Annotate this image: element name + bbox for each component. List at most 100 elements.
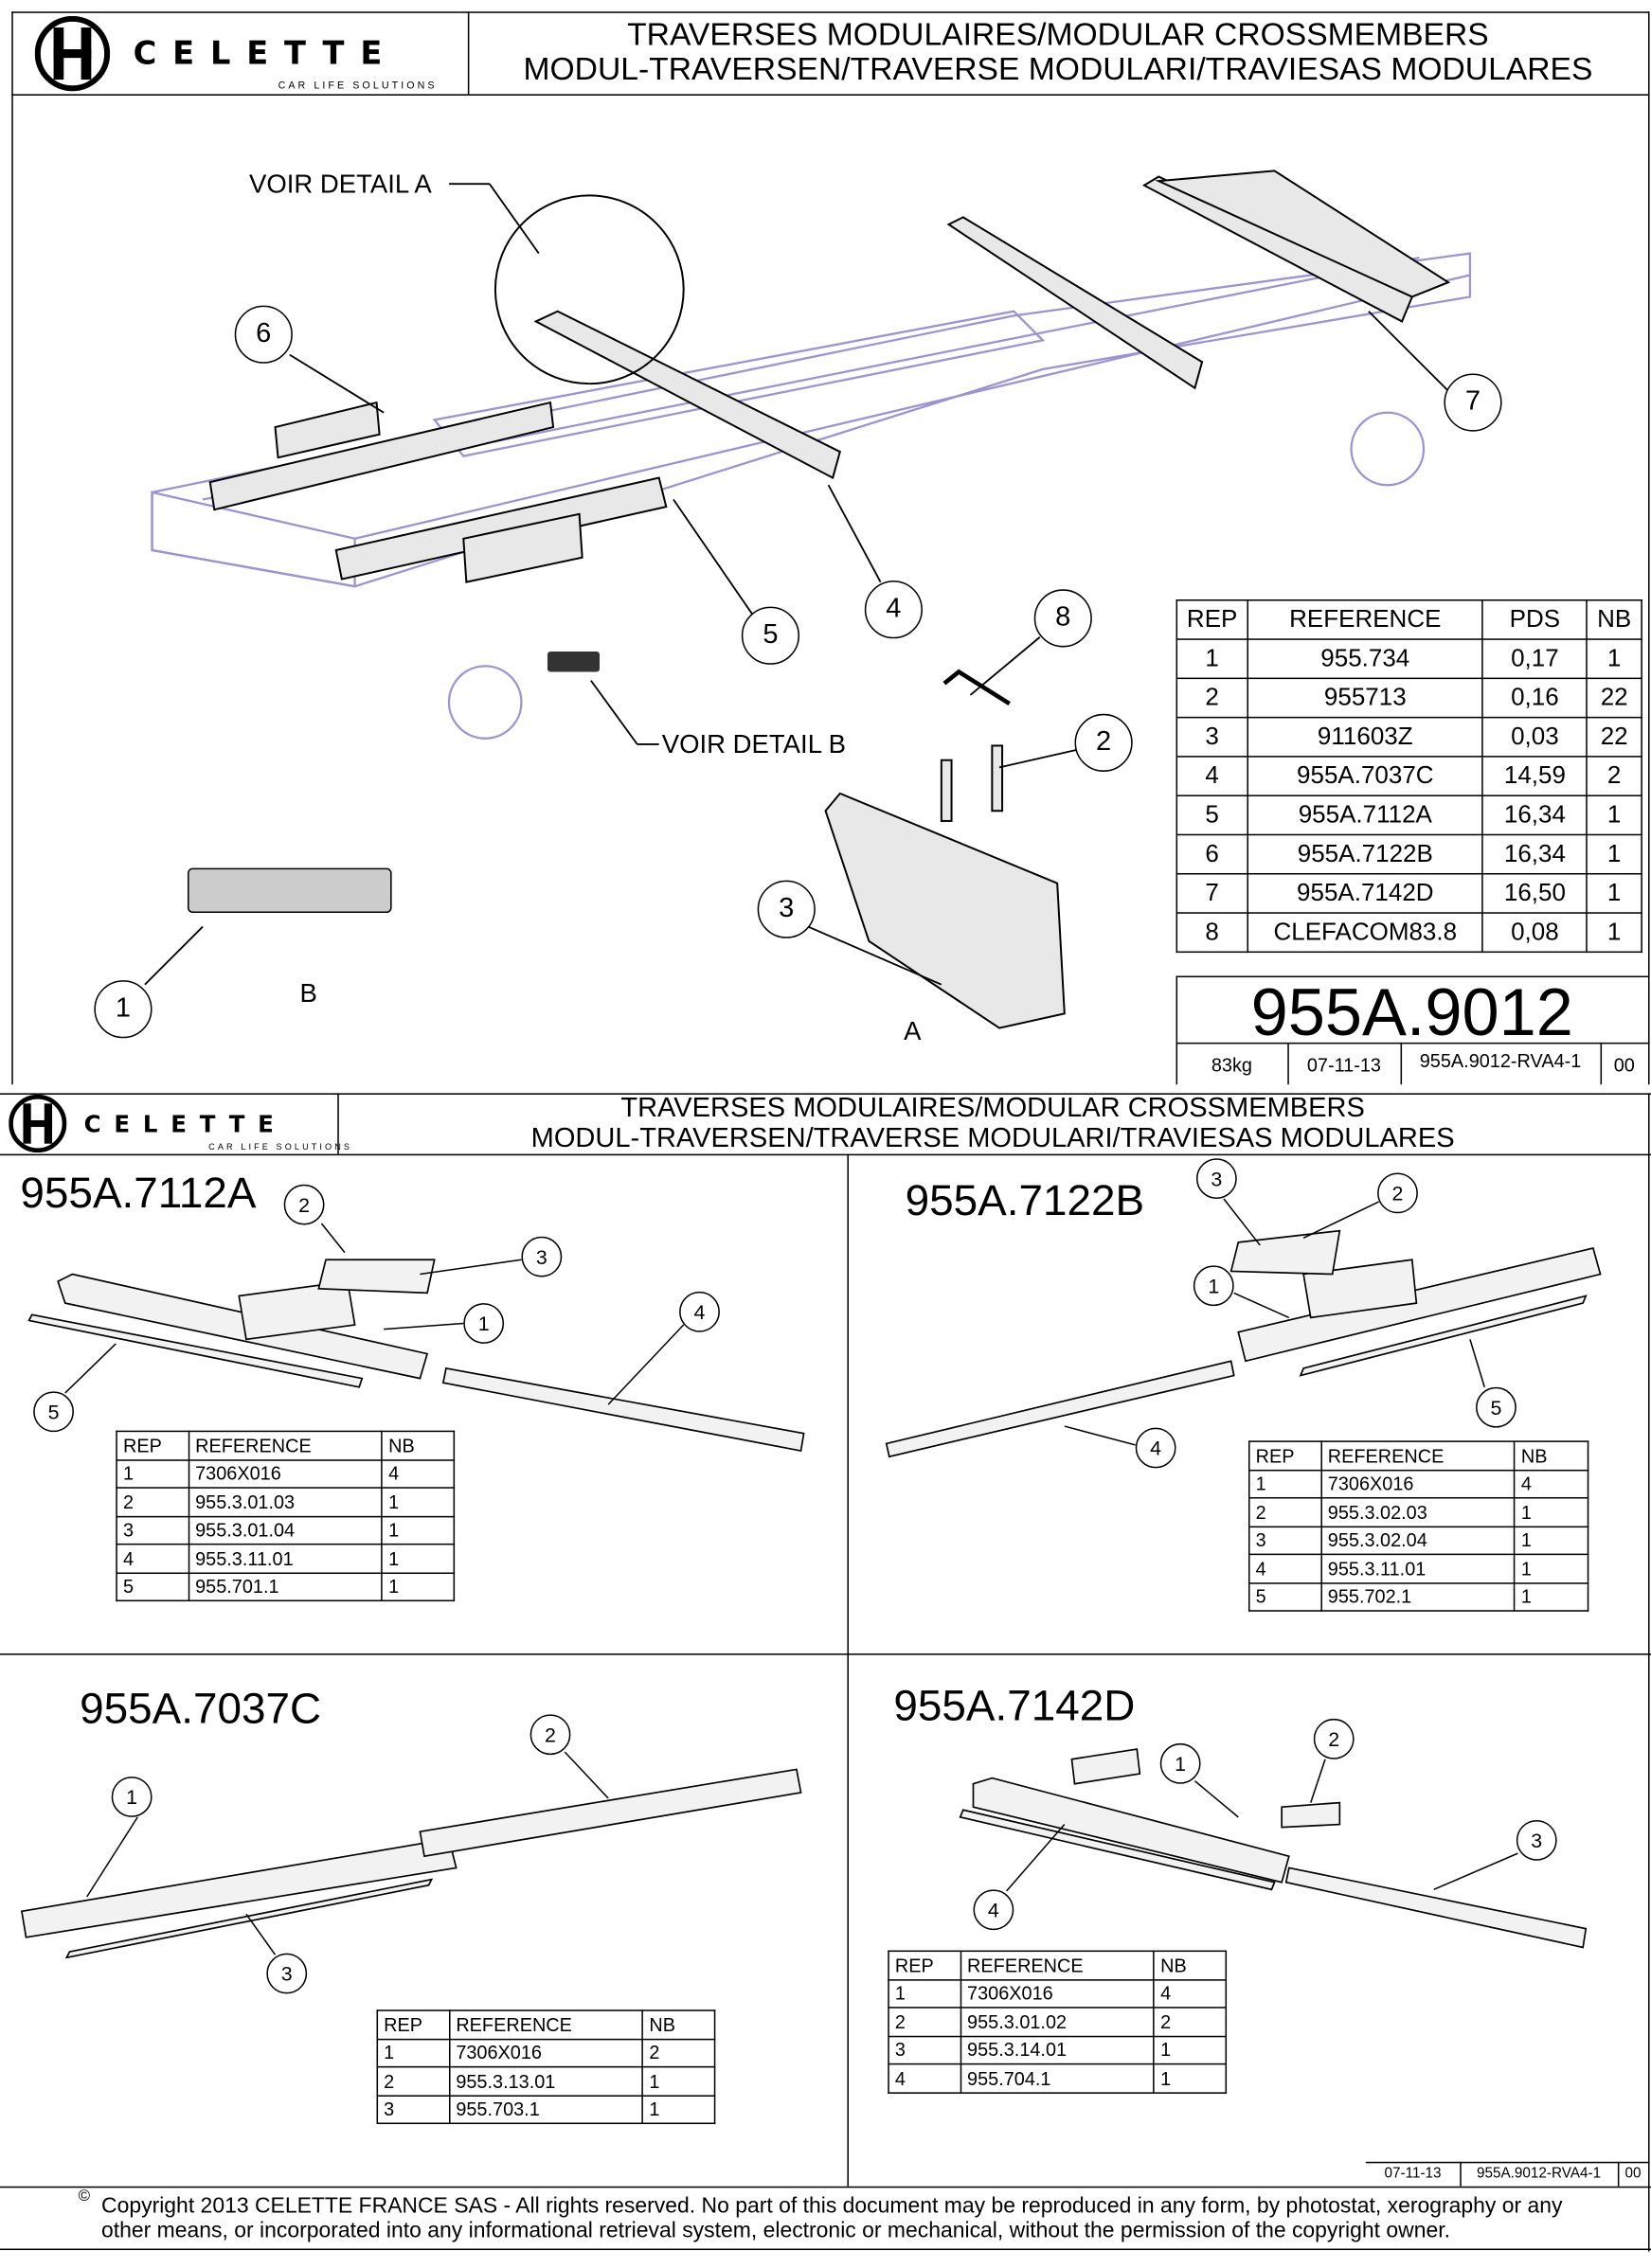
callout-4: 4 (679, 1291, 720, 1332)
table-cell: 1 (1514, 1497, 1589, 1527)
copyright-line: Copyright 2013 CELETTE FRANCE SAS - All … (101, 2193, 1563, 2219)
table-cell: 4 (1514, 1469, 1589, 1499)
title-line: TRAVERSES MODULAIRES/MODULAR CROSSMEMBER… (620, 1093, 1365, 1124)
revision: 00 (1624, 2166, 1642, 2183)
title-block (1175, 975, 1650, 1085)
callout-3: 3 (521, 1236, 563, 1277)
callout-8: 8 (1033, 589, 1092, 648)
table-cell: 6 (1175, 833, 1248, 875)
table-cell: NB (1514, 1440, 1589, 1471)
table-cell: 955A.7122B (1247, 833, 1484, 875)
table-cell: 1 (381, 1543, 456, 1574)
table-cell: 8 (1175, 912, 1248, 954)
table-cell: REFERENCE (188, 1430, 384, 1460)
brand-name: CELETTE (83, 1109, 287, 1138)
callout-2: 2 (1074, 713, 1133, 772)
detail-circle (494, 194, 685, 385)
table-cell: 1 (888, 1978, 961, 2009)
divider (1287, 1042, 1289, 1085)
table-cell: 955.702.1 (1320, 1581, 1516, 1612)
table-cell: 3 (1248, 1525, 1322, 1556)
voir-detail-a-label: VOIR DETAIL A (248, 169, 432, 199)
sheet1-title: TRAVERSES MODULAIRES/MODULAR CROSSMEMBER… (468, 16, 1648, 88)
celette-logo: CELETTE CAR LIFE SOLUTIONS (9, 1094, 350, 1152)
divider (467, 11, 470, 95)
table-cell: 3 (116, 1515, 189, 1545)
table-cell: 955.3.01.04 (188, 1515, 384, 1545)
table-cell: REP (116, 1430, 189, 1460)
table-cell: 4 (116, 1543, 189, 1574)
table-cell: REFERENCE (448, 2009, 644, 2040)
divider (847, 1153, 849, 2187)
table-cell: 955.3.01.02 (960, 2007, 1156, 2037)
table-cell: 1 (1248, 1469, 1322, 1499)
brand-tagline: CAR LIFE SOLUTIONS (208, 1143, 353, 1153)
table-cell: REP (1248, 1440, 1322, 1471)
table-cell: 16,34 (1481, 833, 1588, 875)
table-cell: 16,50 (1481, 872, 1588, 914)
revision: 00 (1613, 1054, 1635, 1077)
table-cell: 2 (1586, 756, 1642, 796)
table-cell: 955.734 (1247, 638, 1484, 680)
brand-name: CELETTE (133, 35, 399, 72)
celette-h-icon (34, 15, 111, 92)
divider (337, 1093, 339, 1154)
table-cell: 955.703.1 (448, 2094, 644, 2125)
table-cell: 955.3.02.03 (1320, 1497, 1516, 1527)
table-cell: 1 (1586, 872, 1642, 914)
copyright-symbol: © (78, 2188, 90, 2205)
table-cell: 5 (1248, 1581, 1322, 1612)
callout-4: 4 (864, 580, 923, 639)
table-cell: 7306X016 (960, 1978, 1156, 2009)
table-cell: 7 (1175, 872, 1248, 914)
title-line: MODUL-TRAVERSEN/TRAVERSE MODULARI/TRAVIE… (523, 50, 1593, 88)
voir-detail-b-label: VOIR DETAIL B (661, 729, 846, 759)
callout-5: 5 (1476, 1386, 1516, 1428)
table-cell: 955.3.02.04 (1320, 1525, 1516, 1556)
table-cell: NB (1586, 599, 1642, 640)
copyright-line: other means, or incorporated into any in… (101, 2218, 1450, 2243)
callout-5: 5 (33, 1391, 74, 1433)
table-cell: 2 (641, 2038, 716, 2068)
table-cell: 1 (376, 2038, 451, 2068)
table-cell: NB (641, 2009, 716, 2040)
divider (1617, 2161, 1620, 2187)
view-a-label: A (904, 1016, 922, 1045)
detail-b-clamps (188, 652, 601, 914)
callout-3: 3 (266, 1953, 308, 1994)
celette-logo: CELETTE CAR LIFE SOLUTIONS (34, 15, 435, 92)
table-cell: 7306X016 (188, 1458, 384, 1489)
table-cell: REFERENCE (1320, 1440, 1516, 1471)
table-cell: 955.3.01.03 (188, 1487, 384, 1517)
table-cell: 22 (1586, 716, 1642, 758)
assembly-drawing (144, 170, 1472, 1029)
table-cell: REFERENCE (960, 1950, 1156, 1980)
callout-1: 1 (1193, 1265, 1234, 1307)
drawing-reference: 955A.9012-RVA4-1 (1419, 1049, 1582, 1072)
table-cell: 1 (641, 2065, 716, 2097)
leader-lines (144, 183, 1449, 986)
callout-4: 4 (973, 1889, 1014, 1931)
callout-3: 3 (1516, 1819, 1557, 1861)
table-cell: 955A.7112A (1247, 795, 1484, 836)
table-cell: 1 (381, 1515, 456, 1545)
table-cell: 0,17 (1481, 638, 1588, 680)
table-cell: 955713 (1247, 677, 1484, 719)
table-cell: 4 (888, 2063, 961, 2094)
table-cell: 1 (116, 1458, 189, 1489)
